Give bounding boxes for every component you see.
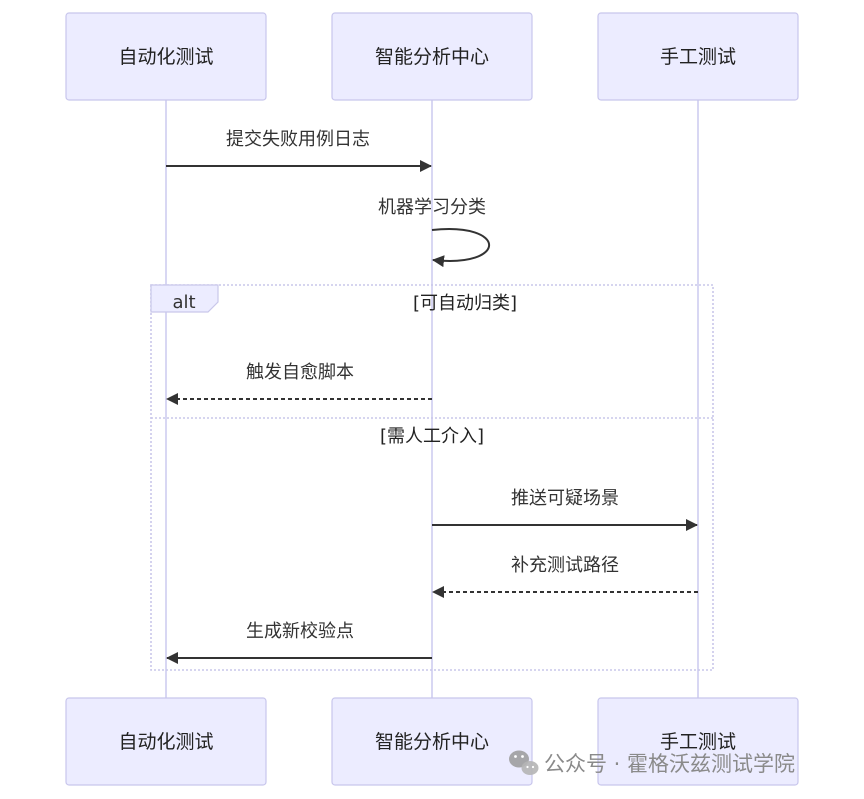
wechat-icon [509,750,539,775]
alt-condition-1: [可自动归类] [413,293,517,314]
actor-auto-top: 自动化测试 [65,12,267,101]
actor-manual-bottom: 手工测试 [597,697,799,786]
alt-condition-2: [需人工介入] [380,426,484,447]
message-label: 生成新校验点 [246,621,354,642]
alt-frame [150,284,714,671]
actor-label: 自动化测试 [118,46,213,68]
actor-label: 智能分析中心 [375,731,489,753]
actor-label: 自动化测试 [118,731,213,753]
actor-label: 手工测试 [660,46,736,68]
watermark: 公众号 · 霍格沃兹测试学院 [509,750,795,776]
self-message-arrow [431,228,490,268]
alt-keyword-tab [150,284,219,313]
message-label: 机器学习分类 [378,197,486,218]
message-label: 补充测试路径 [511,555,619,576]
actor-center-top: 智能分析中心 [331,12,533,101]
alt-keyword: alt [172,292,195,313]
actor-label: 智能分析中心 [375,46,489,68]
actor-label: 手工测试 [660,731,736,753]
message-label: 提交失败用例日志 [226,129,370,150]
actor-auto-bottom: 自动化测试 [65,697,267,786]
actor-manual-top: 手工测试 [597,12,799,101]
message-label: 触发自愈脚本 [246,362,354,383]
message-label: 推送可疑场景 [511,488,619,509]
actor-center-bottom: 智能分析中心 [331,697,533,786]
watermark-text: 公众号 · 霍格沃兹测试学院 [544,752,795,776]
